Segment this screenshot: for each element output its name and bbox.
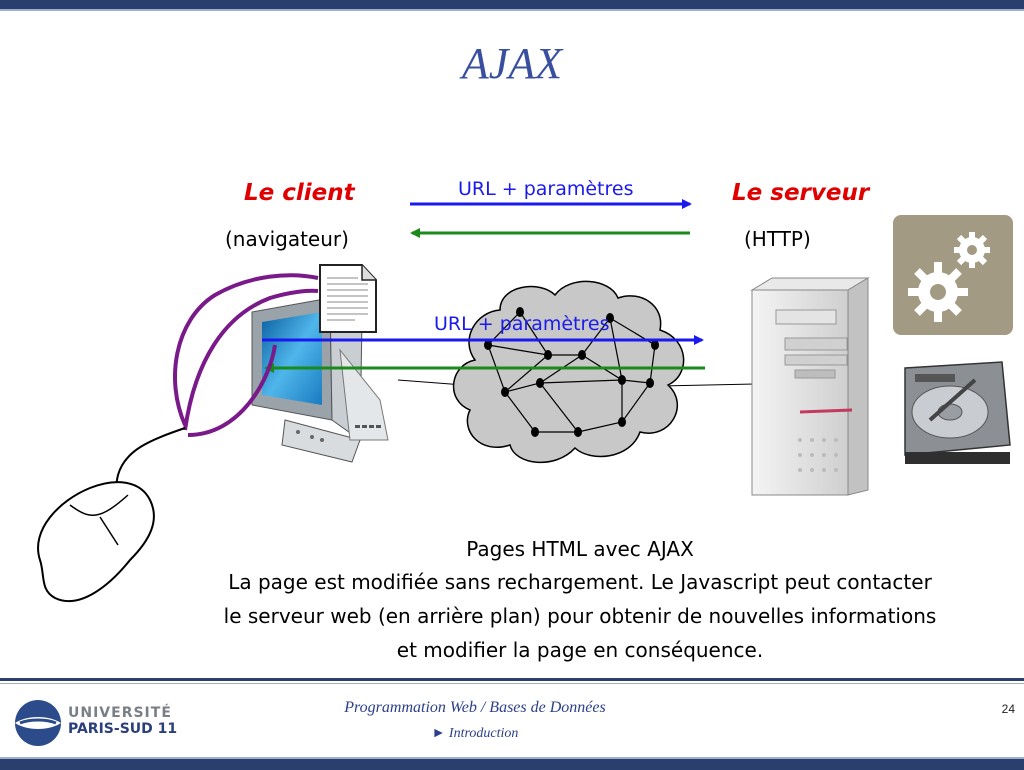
section-link[interactable]: ► Introduction [431,726,519,741]
mouse-cable-curves [173,273,319,437]
server-tower-icon [750,277,870,496]
network-cloud-icon [453,280,685,463]
server-label: Le serveur [732,180,870,206]
footer-line [0,678,1024,681]
course-title: Programmation Web / Bases de Données [344,699,606,716]
diagram-canvas [37,199,1013,603]
monitor-icon [251,297,389,463]
caption-line-3: le serveur web (en arrière plan) pour ob… [223,604,937,628]
bottom-bar [0,757,1024,770]
mid-arrow-label: URL + paramètres [434,313,610,335]
mouse-icon [37,427,186,603]
university-logo-icon [15,700,61,746]
slide-title: AJAX [461,39,563,88]
page-number: 24 [1001,702,1015,716]
server-sublabel: (HTTP) [744,227,811,251]
logo-line-1: UNIVERSITÉ [68,705,172,721]
client-label: Le client [244,180,355,206]
top-bar [0,0,1024,11]
footer-line-thin [0,683,1024,684]
client-sublabel: (navigateur) [225,227,349,251]
hard-drive-icon [904,361,1011,464]
logo-line-2: PARIS-SUD 11 [68,721,178,737]
gears-icon [893,215,1013,335]
caption-line-4: et modifier la page en conséquence. [396,638,764,662]
caption-line-2: La page est modifiée sans rechargement. … [228,570,932,594]
top-arrow-label: URL + paramètres [458,178,634,200]
caption-line-1: Pages HTML avec AJAX [466,537,694,561]
document-icon [319,264,377,333]
